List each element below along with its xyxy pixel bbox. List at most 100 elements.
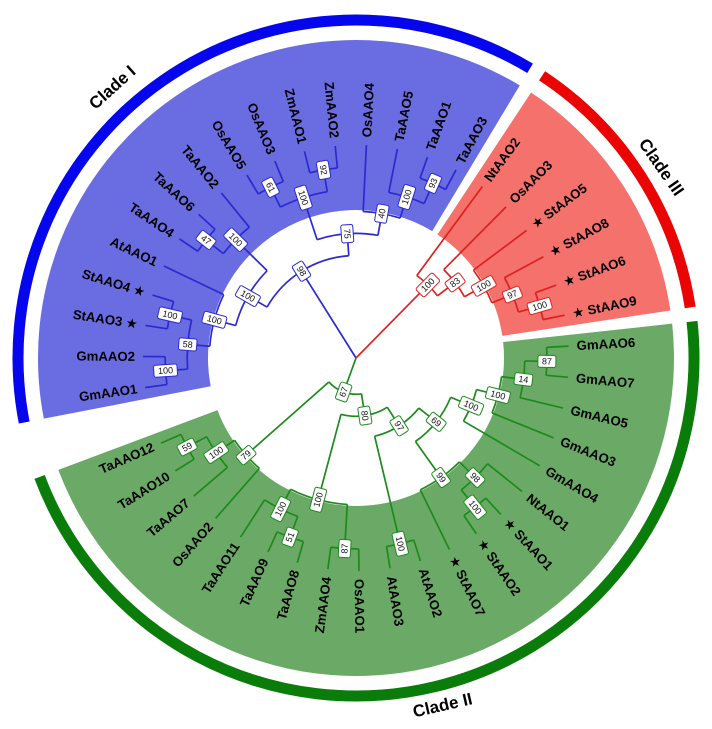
bootstrap-box	[389, 415, 409, 437]
bootstrap-node: 100	[470, 275, 497, 297]
bootstrap-value: 97	[392, 419, 406, 433]
branch-line	[443, 206, 507, 271]
bootstrap-box	[391, 530, 409, 557]
leaf-label-GmAAO2: GmAAO2	[76, 349, 135, 364]
bootstrap-box	[470, 275, 497, 297]
bootstrap-box	[501, 285, 523, 304]
bootstrap-box	[234, 285, 261, 307]
branch-line	[267, 531, 278, 553]
bootstrap-node: 99	[431, 466, 451, 489]
leaf-label-OsAAO4: OsAAO4	[359, 82, 377, 138]
bootstrap-node: 67	[335, 381, 353, 403]
bootstrap-box	[397, 184, 417, 211]
branch-line	[246, 174, 259, 195]
bootstrap-node: 51	[281, 526, 299, 548]
branch-line	[419, 489, 451, 550]
bootstrap-box	[335, 381, 353, 403]
branch-line	[472, 229, 528, 271]
bootstrap-box	[177, 337, 198, 352]
bootstrap-value: 100	[296, 189, 310, 206]
bootstrap-node: 100	[391, 530, 409, 557]
bootstrap-value: 83	[448, 275, 462, 289]
branch-line	[373, 436, 402, 544]
branch-line	[163, 265, 225, 296]
bootstrap-node: 75	[340, 223, 355, 244]
bootstrap-box	[270, 496, 292, 523]
branch-line	[444, 169, 457, 190]
branch-line	[245, 381, 330, 456]
branch-line	[303, 151, 311, 173]
bootstrap-node: 100	[309, 486, 328, 513]
branch-line	[326, 547, 332, 570]
bootstrap-value: 40	[376, 208, 388, 220]
bootstrap-box	[424, 172, 443, 194]
branch-line	[160, 433, 182, 445]
clade-band-cladeIII	[539, 71, 696, 309]
bootstrap-value: 100	[311, 491, 325, 508]
bootstrap-node: 100	[203, 441, 230, 464]
bootstrap-node: 59	[176, 437, 198, 457]
bootstrap-node: 14	[513, 372, 534, 387]
bootstrap-box	[425, 411, 447, 432]
branch-line	[317, 414, 342, 500]
bootstrap-node: 97	[501, 285, 523, 304]
bootstrap-node: 87	[537, 354, 557, 368]
bootstrap-box	[374, 203, 390, 224]
bootstrap-box	[195, 229, 217, 250]
bootstrap-node: 100	[234, 285, 261, 307]
clade-sector-cladeIII	[437, 92, 671, 336]
bootstrap-box	[444, 272, 466, 293]
bootstrap-box	[463, 494, 487, 520]
bootstrap-node: 100	[484, 386, 511, 404]
bootstrap-box	[526, 297, 553, 316]
branch-line	[546, 345, 569, 349]
bootstrap-box	[458, 395, 485, 416]
branch-line	[491, 412, 554, 439]
bootstrap-node: 79	[235, 444, 257, 466]
branch-line	[274, 160, 285, 182]
bootstrap-node: 100	[223, 227, 248, 252]
bootstrap-value: 14	[518, 374, 529, 385]
branch-line	[178, 238, 199, 252]
branch-line	[144, 383, 168, 389]
clade-band-cladeI	[12, 14, 533, 424]
clade-band-cladeII	[34, 320, 700, 702]
bootstrap-node: 100	[270, 496, 292, 523]
bootstrap-node: 98	[464, 467, 486, 488]
bootstrap-node: 100	[157, 306, 183, 324]
bootstrap-value: 100	[400, 188, 414, 205]
bootstrap-box	[315, 159, 332, 180]
branch-line	[487, 463, 523, 493]
bootstrap-value: 87	[542, 356, 552, 366]
leaf-label-OsAAO1: OsAAO1	[352, 579, 368, 633]
bootstrap-box	[235, 444, 257, 466]
clade-sector-cladeII	[58, 323, 674, 676]
branch-line	[485, 497, 502, 515]
branch-line	[145, 324, 168, 330]
bootstrap-value: 98	[295, 264, 309, 278]
bootstrap-node: 100	[463, 494, 487, 520]
root-branch-line	[300, 270, 357, 359]
bootstrap-box	[201, 310, 228, 329]
bootstrap-value: 58	[182, 339, 193, 350]
branch-line	[542, 314, 565, 321]
branch-line	[198, 213, 216, 230]
bootstrap-node: 100	[153, 363, 179, 378]
bootstrap-node: 80	[357, 405, 373, 426]
bootstrap-value: 79	[239, 448, 253, 462]
branch-line	[193, 466, 229, 497]
bootstrap-node: 93	[424, 172, 443, 194]
bootstrap-value: 61	[264, 181, 277, 194]
bootstrap-value: 69	[429, 415, 443, 429]
branch-line	[362, 145, 368, 212]
bootstrap-value: 51	[284, 531, 297, 544]
bootstrap-box	[157, 306, 183, 324]
bootstrap-node: 69	[425, 411, 447, 432]
bootstrap-value: 59	[180, 440, 194, 454]
bootstrap-node: 92	[315, 159, 332, 180]
bootstrap-value: 97	[506, 288, 519, 301]
bootstrap-node: 100	[526, 297, 553, 316]
bootstrap-box	[431, 466, 451, 489]
bootstrap-value: 100	[206, 313, 223, 327]
